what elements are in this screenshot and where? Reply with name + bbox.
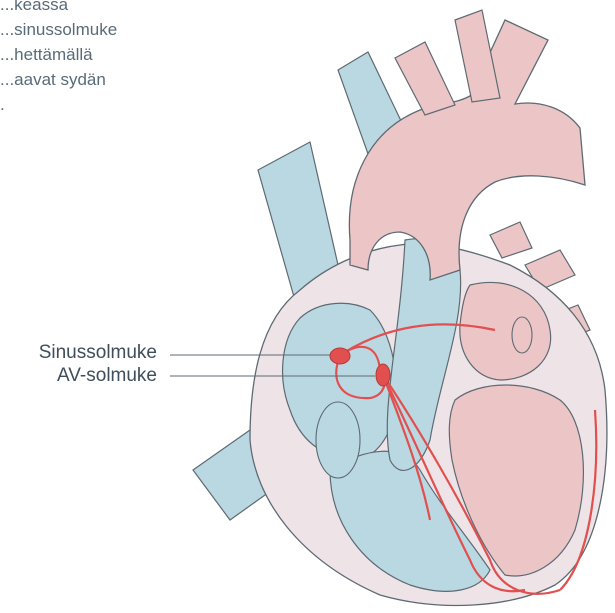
sinus-node-label: Sinussolmuke: [39, 342, 157, 364]
pulmonary-vein-left: [490, 222, 532, 258]
av-node: [376, 364, 390, 386]
av-node-label: AV-solmuke: [57, 365, 157, 387]
valve-oval: [316, 402, 360, 478]
sinus-node: [330, 348, 350, 364]
valve-oval-left: [512, 317, 532, 353]
aortic-branch-1: [395, 42, 455, 115]
